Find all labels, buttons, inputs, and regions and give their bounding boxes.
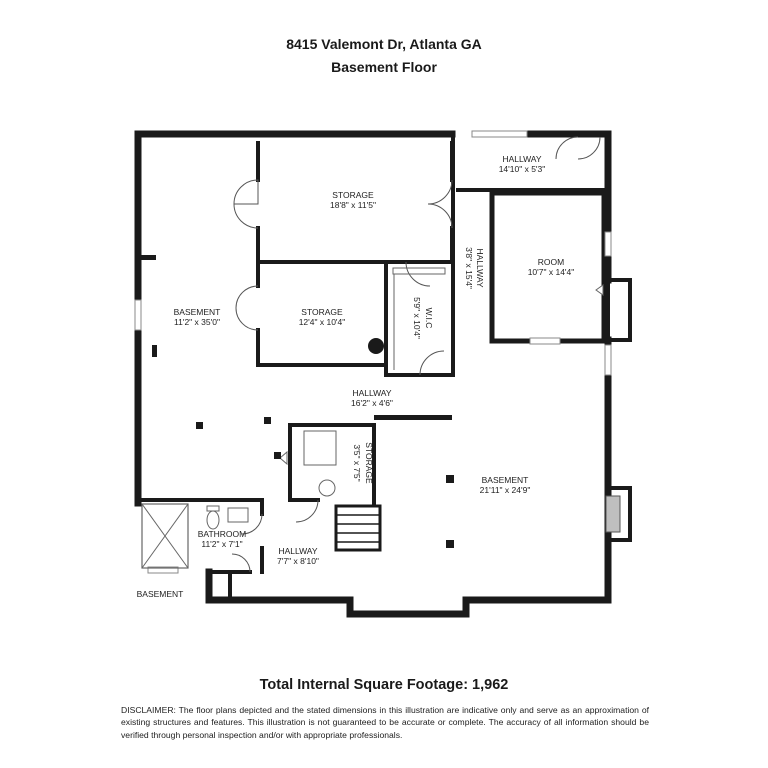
bathroom-fixtures bbox=[141, 503, 249, 569]
label-hallway-bottom: HALLWAY bbox=[278, 546, 317, 556]
doors bbox=[231, 136, 601, 573]
basement-stub-wall bbox=[138, 255, 156, 260]
windows bbox=[134, 130, 612, 574]
dims-wic: 5'9" x 10'4" bbox=[412, 297, 422, 339]
columns bbox=[196, 417, 454, 548]
dims-room: 10'7" x 14'4" bbox=[528, 267, 575, 277]
basement-stub-wall-2 bbox=[152, 345, 157, 357]
plan-title-address: 8415 Valemont Dr, Atlanta GA bbox=[286, 36, 482, 52]
total-square-footage: Total Internal Square Footage: 1,962 bbox=[259, 677, 509, 693]
label-storage-top: STORAGE bbox=[332, 190, 374, 200]
label-basement-main: BASEMENT bbox=[482, 475, 529, 485]
dims-storage-small: 3'5" x 7'5" bbox=[352, 444, 362, 481]
fireplace-hearth bbox=[605, 495, 621, 533]
label-hallway-mid: HALLWAY bbox=[352, 388, 391, 398]
disclaimer-text: DISCLAIMER: The floor plans depicted and… bbox=[121, 705, 649, 740]
label-storage-small: STORAGE bbox=[364, 442, 374, 484]
dims-basement-left: 11'2" x 35'0" bbox=[174, 317, 220, 327]
dims-hallway-bottom: 7'7" x 8'10" bbox=[277, 556, 319, 566]
label-bathroom: BATHROOM bbox=[198, 529, 246, 539]
label-hallway-vertical: HALLWAY bbox=[475, 248, 485, 287]
dims-storage-mid: 12'4" x 10'4" bbox=[299, 317, 346, 327]
room-labels: HALLWAY 14'10" x 5'3" STORAGE 18'8" x 11… bbox=[137, 154, 575, 599]
dims-hallway-top: 14'10" x 5'3" bbox=[499, 164, 546, 174]
water-heater bbox=[368, 338, 384, 354]
plan-title-floor: Basement Floor bbox=[331, 59, 437, 75]
label-room: ROOM bbox=[538, 257, 564, 267]
interior-walls bbox=[136, 132, 608, 602]
label-basement-outside: BASEMENT bbox=[137, 589, 184, 599]
utility-fixtures bbox=[279, 267, 604, 497]
dims-storage-top: 18'8" x 11'5" bbox=[330, 200, 376, 210]
hallway-wall-stub bbox=[374, 415, 452, 420]
label-storage-mid: STORAGE bbox=[301, 307, 343, 317]
dims-hallway-mid: 16'2" x 4'6" bbox=[351, 398, 393, 408]
label-basement-left: BASEMENT bbox=[174, 307, 221, 317]
label-wic: W.I.C bbox=[424, 308, 434, 329]
stairs bbox=[334, 504, 382, 552]
dims-basement-main: 21'11" x 24'9" bbox=[480, 485, 531, 495]
dims-hallway-vertical: 3'8" x 15'4" bbox=[464, 247, 474, 289]
dims-bathroom: 11'2" x 7'1" bbox=[201, 539, 242, 549]
label-hallway-top: HALLWAY bbox=[502, 154, 541, 164]
room-bay bbox=[606, 278, 632, 342]
